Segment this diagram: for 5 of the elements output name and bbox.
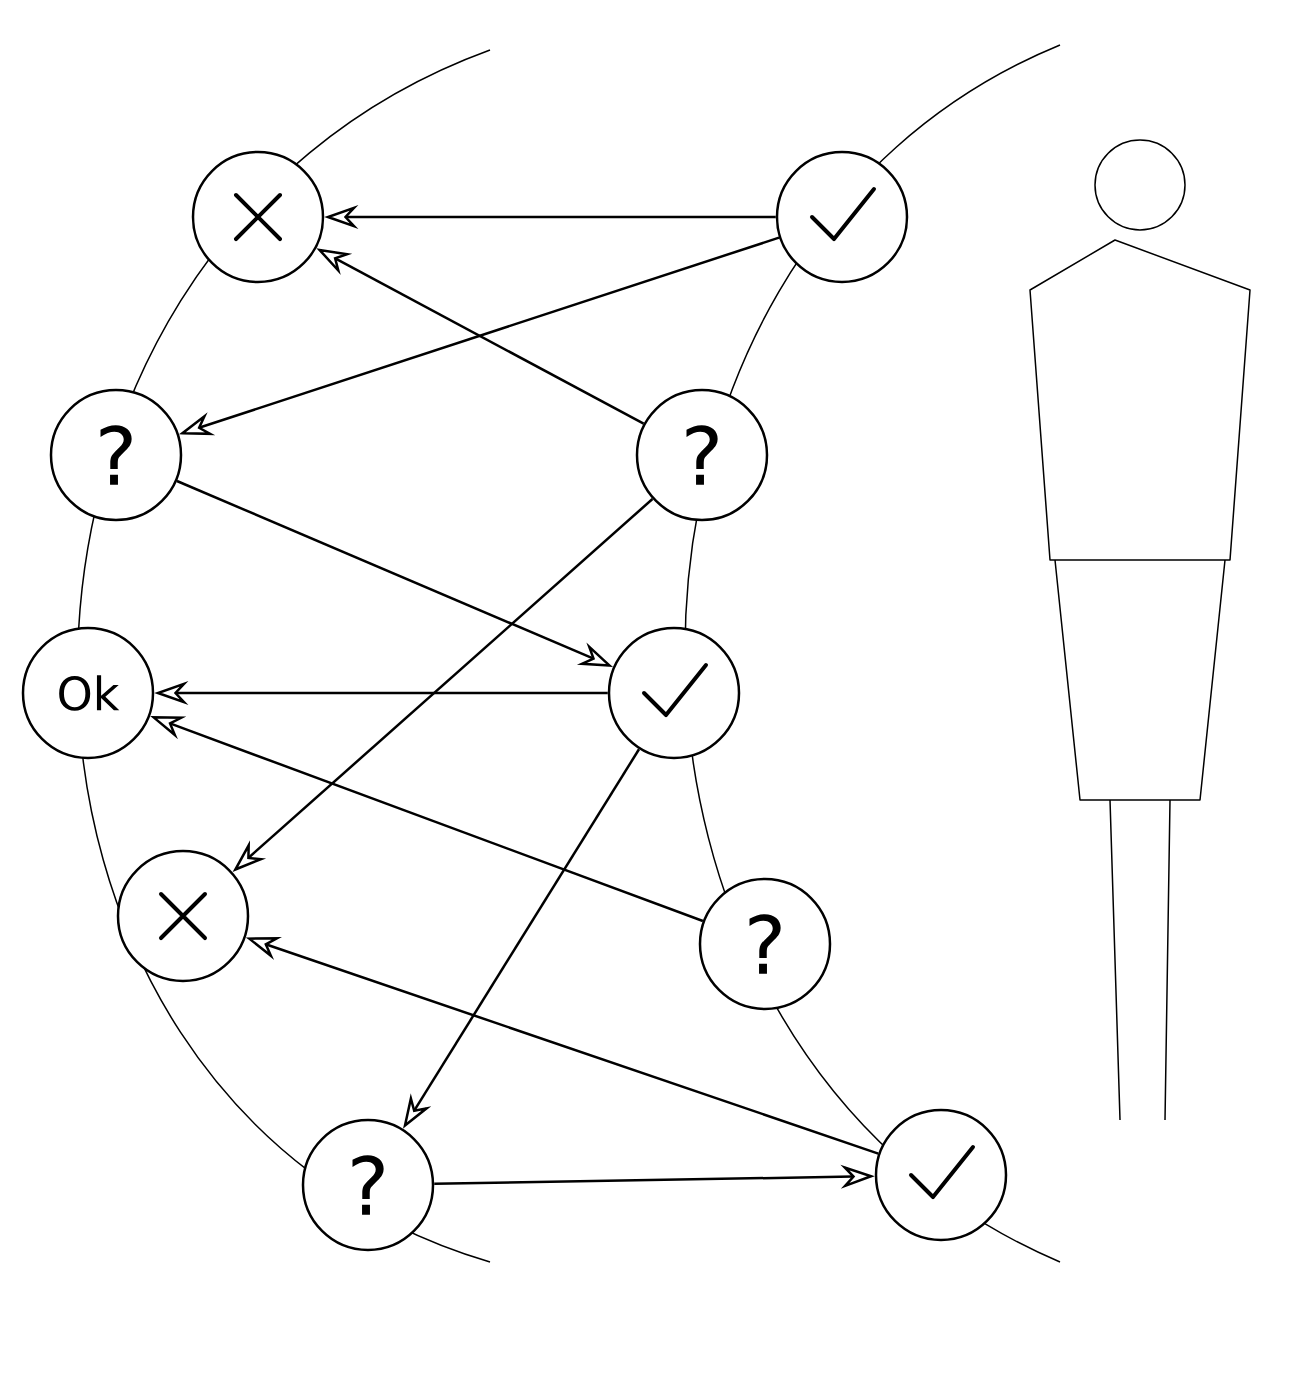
symbol-circle bbox=[116, 849, 250, 983]
symbol-circle bbox=[607, 626, 741, 760]
symbol-circle bbox=[775, 150, 909, 284]
symbol-circle bbox=[874, 1108, 1008, 1242]
symbol-circle bbox=[191, 150, 325, 284]
